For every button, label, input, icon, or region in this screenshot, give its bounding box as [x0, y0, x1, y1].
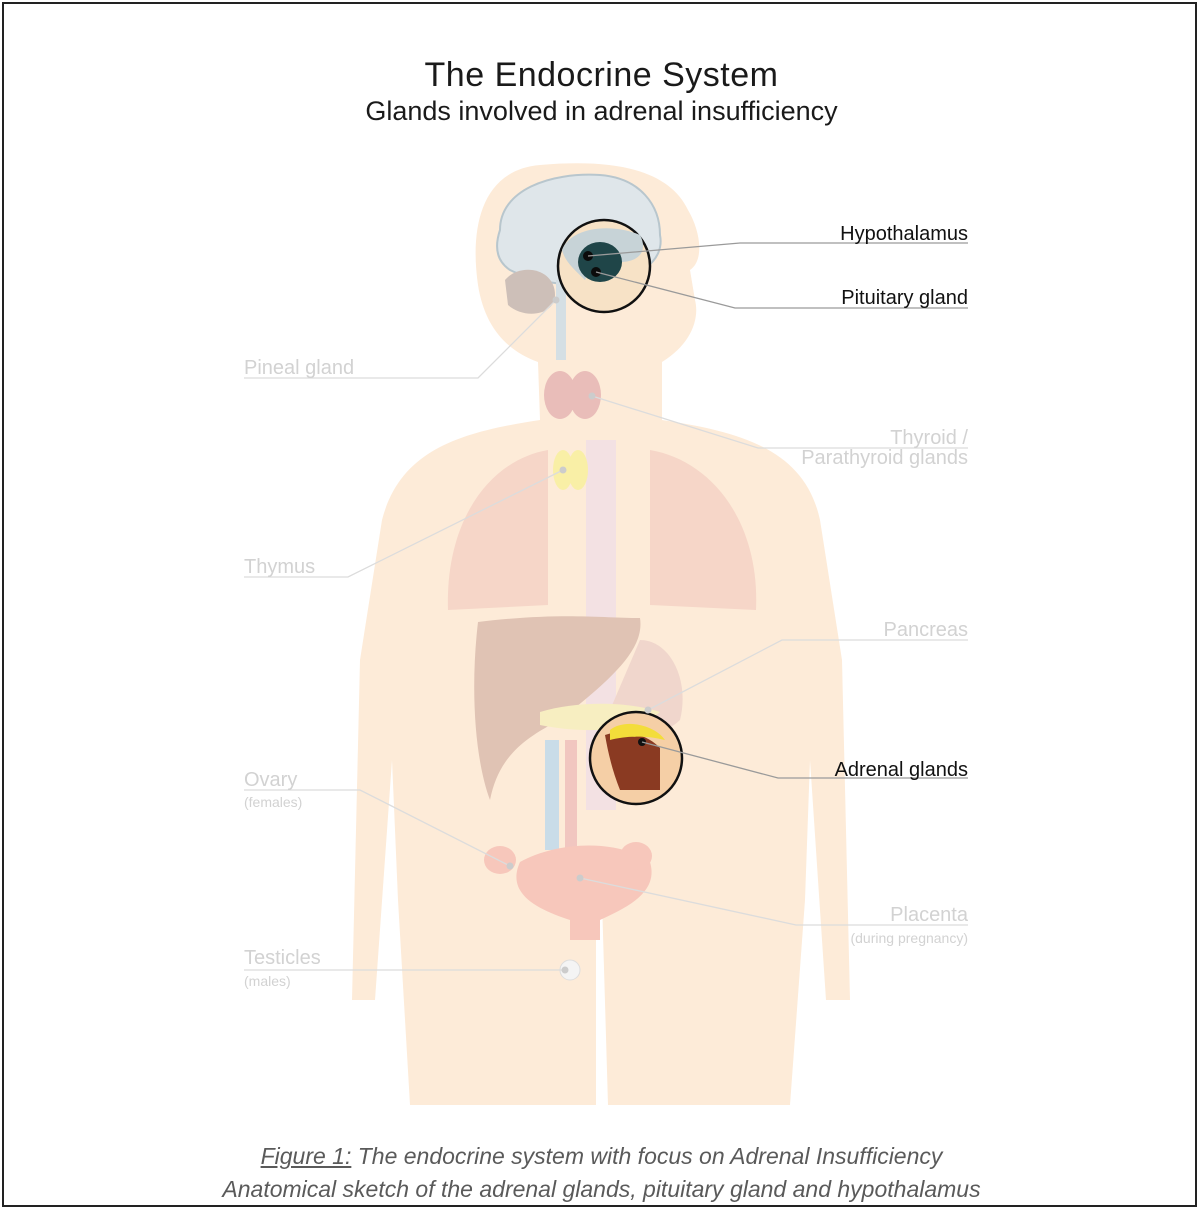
vein: [545, 740, 559, 850]
label-pancreas: Pancreas: [760, 620, 968, 640]
label-adrenal-glands: Adrenal glands: [760, 760, 968, 780]
label-testicles-note: (males): [244, 974, 291, 988]
figure-caption-line2: Anatomical sketch of the adrenal glands,…: [0, 1176, 1203, 1203]
figure-label: Figure 1:: [261, 1143, 352, 1169]
label-ovary-note: (females): [244, 795, 302, 809]
label-hypothalamus: Hypothalamus: [760, 224, 968, 244]
label-pineal-gland: Pineal gland: [244, 358, 354, 378]
label-parathyroid: Parathyroid glands: [760, 448, 968, 468]
label-placenta-note: (during pregnancy): [760, 931, 968, 945]
artery: [565, 740, 577, 860]
figure-caption-line1: Figure 1: The endocrine system with focu…: [0, 1143, 1203, 1170]
adrenal-magnifier: [590, 712, 682, 804]
label-testicles: Testicles: [244, 948, 321, 968]
figure-caption-text: The endocrine system with focus on Adren…: [351, 1143, 942, 1169]
label-thyroid: Thyroid /: [760, 428, 968, 448]
pituitary-magnifier: [558, 220, 650, 312]
label-pituitary-gland: Pituitary gland: [760, 288, 968, 308]
label-placenta: Placenta: [760, 905, 968, 925]
label-thymus: Thymus: [244, 557, 315, 577]
label-ovary: Ovary: [244, 770, 297, 790]
